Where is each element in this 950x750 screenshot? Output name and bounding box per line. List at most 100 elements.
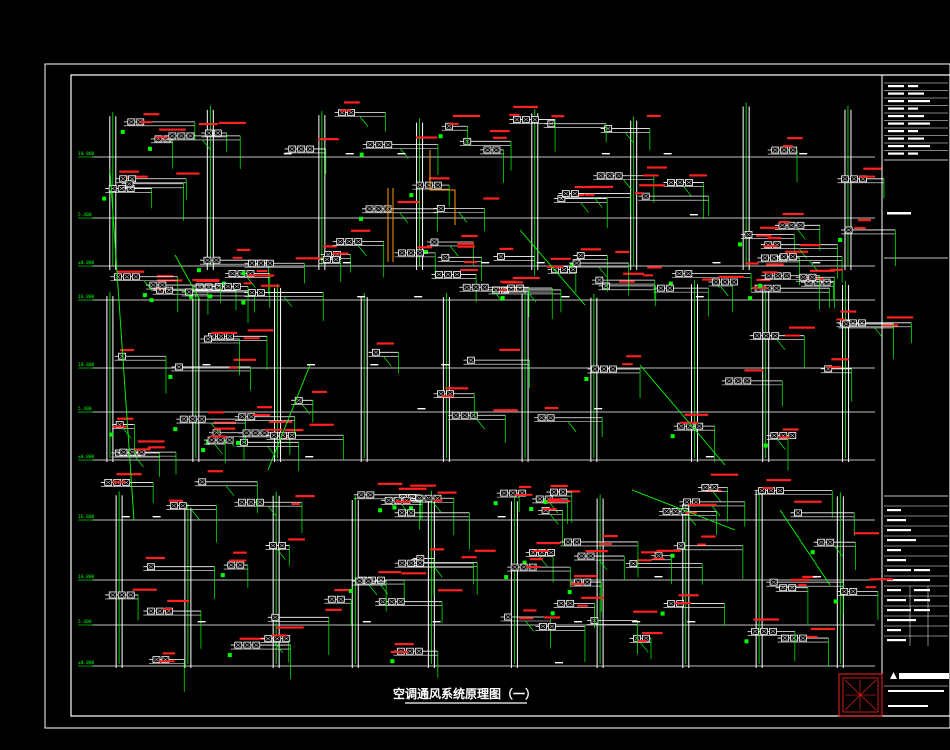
level-label: ±0.000 — [78, 660, 95, 666]
title-block-text — [887, 639, 906, 642]
room-label — [362, 621, 371, 623]
red-annotation — [532, 549, 549, 552]
red-annotation — [437, 491, 457, 494]
valve-tag — [236, 440, 241, 445]
title-block-text — [887, 559, 906, 562]
title-block-text — [908, 145, 930, 148]
red-annotation — [265, 428, 283, 431]
red-annotation — [256, 270, 268, 273]
fan-unit-mark — [148, 564, 154, 569]
fan-unit-mark — [512, 564, 518, 570]
fan-unit-mark — [128, 119, 134, 125]
red-annotation — [863, 167, 882, 170]
red-annotation — [155, 136, 168, 139]
fan-unit-mark — [159, 282, 166, 288]
fan-unit-mark — [658, 285, 664, 291]
fan-unit-mark — [676, 271, 682, 276]
red-annotation — [809, 269, 835, 272]
red-annotation — [236, 248, 251, 251]
leader-line — [283, 296, 293, 307]
fan-unit-mark — [274, 636, 280, 641]
red-annotation — [639, 184, 666, 187]
room-label — [342, 262, 351, 264]
level-label: 10.800 — [78, 574, 95, 580]
valve-tag — [668, 281, 673, 286]
fan-unit-mark — [348, 110, 354, 115]
leader-line — [720, 285, 729, 297]
red-annotation — [260, 284, 280, 287]
fan-unit-mark — [779, 223, 786, 228]
fan-unit-mark — [248, 500, 254, 505]
red-annotation — [585, 549, 608, 553]
fan-unit-mark — [119, 354, 125, 359]
fan-unit-mark — [228, 562, 234, 568]
fan-unit-mark — [227, 334, 233, 339]
red-annotation — [623, 272, 644, 275]
red-annotation — [457, 245, 475, 248]
red-annotation — [859, 175, 876, 178]
red-annotation — [311, 390, 327, 393]
fan-unit-mark — [784, 273, 790, 278]
room-label — [497, 516, 506, 518]
fan-unit-mark — [333, 257, 339, 262]
fan-unit-mark — [436, 272, 442, 277]
leader-line — [873, 326, 883, 338]
fan-unit-mark — [570, 267, 576, 272]
red-annotation — [602, 534, 618, 538]
fan-unit-mark — [473, 285, 479, 290]
fan-unit-mark — [484, 147, 491, 153]
fan-unit-mark — [781, 254, 787, 259]
leader-line — [214, 443, 223, 455]
title-block-text — [888, 122, 904, 125]
red-annotation — [689, 174, 707, 177]
fan-unit-mark — [537, 496, 543, 502]
red-annotation — [390, 651, 409, 654]
leader-line — [123, 428, 132, 439]
fan-unit-mark — [762, 255, 768, 261]
red-annotation — [790, 578, 810, 581]
red-annotation — [147, 446, 165, 449]
red-annotation — [176, 172, 200, 175]
valve-tag — [737, 242, 742, 247]
valve-tag — [833, 599, 838, 604]
fan-unit-mark — [453, 413, 459, 418]
note-bar — [899, 673, 949, 679]
leader-line — [359, 116, 369, 127]
drawing-title: 空调通风系统原理图（一） — [393, 686, 537, 701]
fan-unit-mark — [540, 624, 546, 629]
title-block-text — [888, 705, 928, 707]
fan-unit-mark — [267, 261, 273, 266]
red-annotation — [448, 122, 459, 125]
red-annotation — [120, 348, 135, 352]
leader-line — [143, 280, 153, 291]
fan-unit-mark — [408, 250, 414, 256]
fan-unit-mark — [468, 357, 474, 363]
fan-unit-mark — [766, 273, 772, 278]
fan-unit-mark — [596, 277, 603, 283]
red-annotation — [457, 242, 474, 245]
leader-line — [549, 502, 559, 514]
red-annotation — [829, 268, 843, 271]
fan-unit-mark — [244, 642, 250, 648]
red-annotation — [641, 551, 657, 554]
leader-line — [476, 419, 486, 430]
room-label — [536, 262, 545, 264]
fan-unit-mark — [552, 267, 558, 272]
level-label: 10.800 — [78, 151, 95, 157]
fan-unit-mark — [157, 608, 163, 614]
leader-line — [399, 212, 409, 224]
red-annotation — [787, 137, 803, 140]
fan-unit-mark — [752, 629, 758, 634]
red-annotation — [428, 177, 450, 180]
fan-unit-mark — [265, 636, 271, 641]
red-annotation — [581, 596, 604, 599]
red-annotation — [546, 500, 571, 503]
valve-tag — [109, 432, 114, 437]
valve-tag — [208, 294, 213, 299]
fan-unit-mark — [205, 336, 211, 342]
fan-unit-mark — [366, 206, 373, 212]
fan-unit-mark — [298, 146, 304, 152]
red-annotation — [744, 369, 764, 372]
fan-unit-mark — [307, 146, 313, 152]
